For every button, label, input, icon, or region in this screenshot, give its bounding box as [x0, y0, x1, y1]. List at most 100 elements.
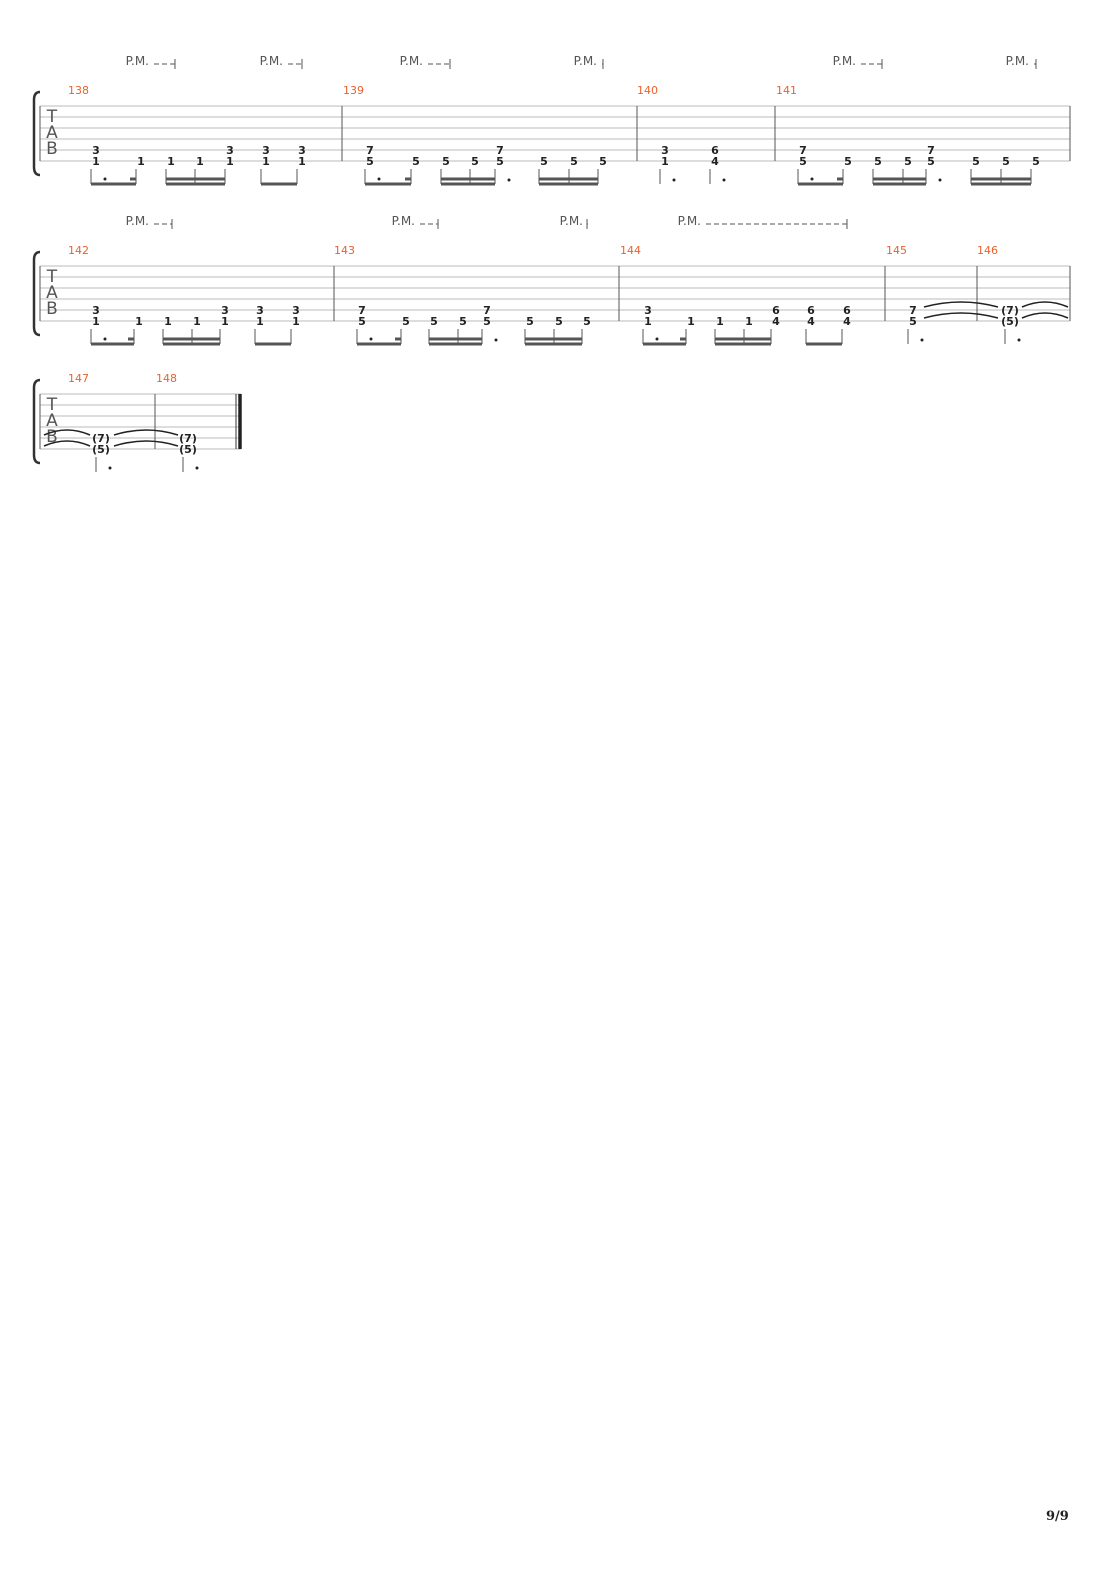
- fret-number: 5: [430, 315, 438, 328]
- fret-number: 1: [292, 315, 300, 328]
- measure-number: 146: [977, 244, 998, 257]
- measure-number: 145: [886, 244, 907, 257]
- system-bracket: [32, 378, 41, 465]
- palm-mute-label: P.M.: [392, 214, 415, 228]
- fret-number: 1: [262, 155, 270, 168]
- fret-number: 7: [909, 304, 917, 317]
- fret-number: (7): [179, 432, 197, 445]
- fret-number: 1: [661, 155, 669, 168]
- tab-clef-letter: A: [46, 123, 58, 143]
- rhythm-dot: [920, 338, 924, 342]
- fret-number: 5: [442, 155, 450, 168]
- fret-number: 5: [483, 315, 491, 328]
- fret-number: 5: [366, 155, 374, 168]
- palm-mute-label: P.M.: [678, 214, 701, 228]
- fret-number: 1: [644, 315, 652, 328]
- rhythm-dot: [722, 178, 726, 182]
- fret-number: 1: [298, 155, 306, 168]
- tie-arc: [923, 312, 999, 319]
- fret-number: (5): [1001, 315, 1019, 328]
- fret-number: 5: [583, 315, 591, 328]
- fret-number: 7: [358, 304, 366, 317]
- measure-number: 138: [68, 84, 89, 97]
- fret-number: 5: [471, 155, 479, 168]
- rhythm-dot: [810, 177, 814, 181]
- tab-clef-letter: T: [46, 107, 58, 127]
- fret-number: 1: [92, 155, 100, 168]
- fret-number: 5: [496, 155, 504, 168]
- fret-number: 7: [927, 144, 935, 157]
- rhythm-dot: [103, 337, 107, 341]
- fret-number: 6: [807, 304, 815, 317]
- rhythm-dot: [108, 466, 112, 470]
- fret-number: (7): [1001, 304, 1019, 317]
- tie-arc: [113, 440, 179, 447]
- tab-clef-letter: A: [46, 411, 58, 431]
- measure-number: 142: [68, 244, 89, 257]
- measure-number: 147: [68, 372, 89, 385]
- fret-number: 7: [483, 304, 491, 317]
- fret-number: 1: [193, 315, 201, 328]
- fret-number: 5: [799, 155, 807, 168]
- tab-clef-letter: B: [46, 299, 58, 319]
- fret-number: 3: [92, 304, 100, 317]
- rhythm-dot: [195, 466, 199, 470]
- tie-arc: [113, 429, 179, 436]
- fret-number: 5: [1032, 155, 1040, 168]
- fret-number: 3: [221, 304, 229, 317]
- tab-clef-letter: T: [46, 267, 58, 287]
- tie-arc: [1021, 312, 1069, 319]
- palm-mute-label: P.M.: [260, 54, 283, 68]
- palm-mute-label: P.M.: [126, 214, 149, 228]
- fret-number: 4: [843, 315, 851, 328]
- fret-number: 7: [366, 144, 374, 157]
- fret-number: 1: [92, 315, 100, 328]
- palm-mute-label: P.M.: [1006, 54, 1029, 68]
- tie-arc: [1021, 301, 1069, 308]
- tab-clef-letter: A: [46, 283, 58, 303]
- system-bracket: [32, 90, 41, 177]
- fret-number: 5: [412, 155, 420, 168]
- fret-number: 5: [540, 155, 548, 168]
- page-number: 9/9: [1046, 1509, 1069, 1524]
- fret-number: 3: [661, 144, 669, 157]
- fret-number: 7: [496, 144, 504, 157]
- fret-number: 5: [358, 315, 366, 328]
- fret-number: 5: [972, 155, 980, 168]
- system-bracket: [32, 250, 41, 337]
- fret-number: 5: [1002, 155, 1010, 168]
- tie-arc: [43, 429, 91, 436]
- tab-clef-letter: B: [46, 427, 58, 447]
- palm-mute-label: P.M.: [400, 54, 423, 68]
- fret-number: 7: [799, 144, 807, 157]
- palm-mute-label: P.M.: [126, 54, 149, 68]
- fret-number: 6: [772, 304, 780, 317]
- tab-clef-letter: B: [46, 139, 58, 159]
- fret-number: 3: [256, 304, 264, 317]
- rhythm-dot: [507, 178, 511, 182]
- fret-number: (5): [92, 443, 110, 456]
- fret-number: 4: [772, 315, 780, 328]
- fret-number: 5: [874, 155, 882, 168]
- fret-number: 5: [599, 155, 607, 168]
- rhythm-dot: [377, 177, 381, 181]
- measure-number: 140: [637, 84, 658, 97]
- fret-number: 1: [716, 315, 724, 328]
- fret-number: 3: [262, 144, 270, 157]
- fret-number: 5: [402, 315, 410, 328]
- fret-number: 1: [745, 315, 753, 328]
- fret-number: (5): [179, 443, 197, 456]
- tie-arc: [923, 301, 999, 308]
- fret-number: 1: [256, 315, 264, 328]
- fret-number: 1: [226, 155, 234, 168]
- fret-number: 3: [226, 144, 234, 157]
- rhythm-dot: [369, 337, 373, 341]
- fret-number: 5: [555, 315, 563, 328]
- fret-number: 1: [164, 315, 172, 328]
- fret-number: 1: [687, 315, 695, 328]
- fret-number: 3: [292, 304, 300, 317]
- fret-number: 5: [904, 155, 912, 168]
- fret-number: 5: [909, 315, 917, 328]
